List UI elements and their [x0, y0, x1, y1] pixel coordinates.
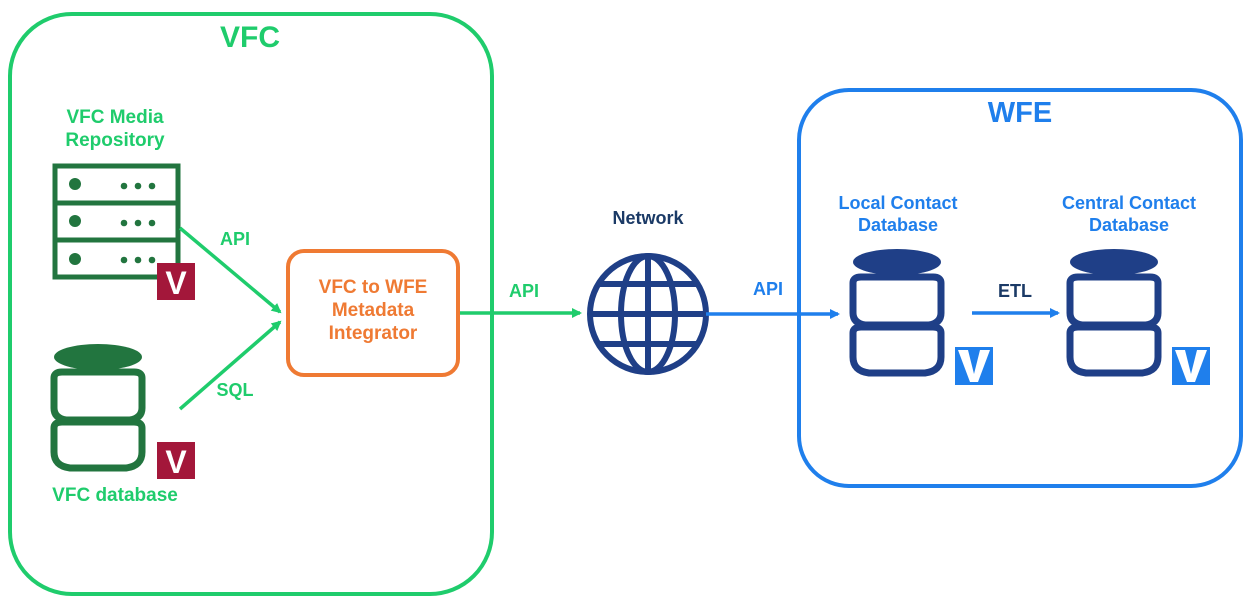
edge-label-api-network: API	[752, 279, 783, 299]
vfc-media-repository-label: VFC Media Repository	[65, 107, 165, 152]
wfe-container	[797, 88, 1243, 488]
edge-label-api-integrator: API	[508, 281, 539, 301]
edge-label-sql: SQL	[216, 380, 254, 400]
vfc-container	[8, 12, 494, 596]
server-icon	[52, 163, 181, 280]
integrator-label: VFC to WFE Metadata Integrator	[318, 277, 428, 345]
globe-icon	[587, 253, 709, 375]
vfc-title: VFC	[220, 21, 280, 54]
vfc-database-label: VFC database	[52, 485, 178, 506]
v-badge-icon-central	[1172, 347, 1210, 385]
v-badge-icon-repository: V	[157, 263, 195, 301]
database-icon-vfc	[50, 344, 146, 472]
network-label: Network	[612, 208, 684, 228]
central-db-label: Central Contact Database	[1061, 193, 1196, 235]
svg-text:V: V	[165, 265, 187, 301]
edge-label-etl: ETL	[998, 281, 1032, 301]
database-icon-central	[1066, 249, 1162, 377]
v-badge-icon-local	[955, 347, 993, 385]
local-db-label: Local Contact Database	[838, 193, 958, 235]
edge-label-api-repository: API	[219, 229, 250, 249]
integrator-box	[286, 249, 460, 377]
v-badge-icon-database: V	[157, 442, 195, 480]
edge-database-to-integrator	[178, 320, 282, 411]
edge-repository-to-integrator	[178, 226, 282, 314]
svg-text:V: V	[165, 444, 187, 480]
wfe-title: WFE	[987, 97, 1053, 129]
database-icon-local	[849, 249, 945, 377]
